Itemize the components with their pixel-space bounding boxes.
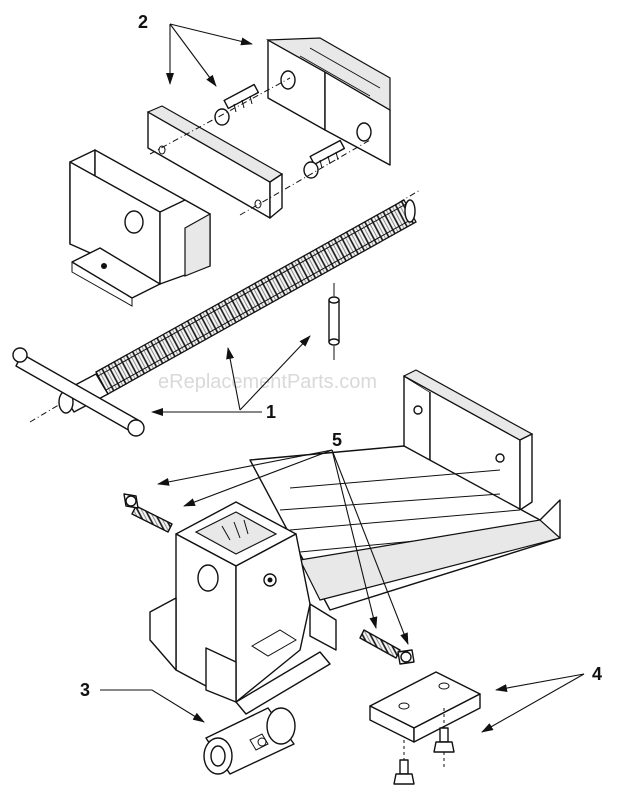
callout-3: 3 <box>80 680 90 700</box>
callout-1: 1 <box>266 402 276 422</box>
clamp-bolt-right <box>433 708 455 770</box>
clamp-plate <box>369 671 481 743</box>
callout-4: 4 <box>592 664 602 684</box>
roll-pin <box>328 283 340 360</box>
vise-body <box>149 369 562 715</box>
jaw-plate-front <box>265 37 391 166</box>
watermark: eReplacementParts.com <box>158 371 377 393</box>
leader-lines <box>100 23 585 733</box>
set-screw-left <box>123 493 173 533</box>
clamp-bolt-left <box>393 740 415 785</box>
jaw-screw-upper <box>214 83 260 126</box>
jaw-screw-lower <box>303 139 346 179</box>
jaw-plate-rear <box>146 105 284 219</box>
callout-5: 5 <box>332 430 342 450</box>
set-screw-right <box>359 629 415 665</box>
movable-jaw <box>69 149 211 307</box>
callout-2: 2 <box>138 12 148 32</box>
nut-block <box>203 707 296 775</box>
tommy-bar <box>12 347 145 437</box>
